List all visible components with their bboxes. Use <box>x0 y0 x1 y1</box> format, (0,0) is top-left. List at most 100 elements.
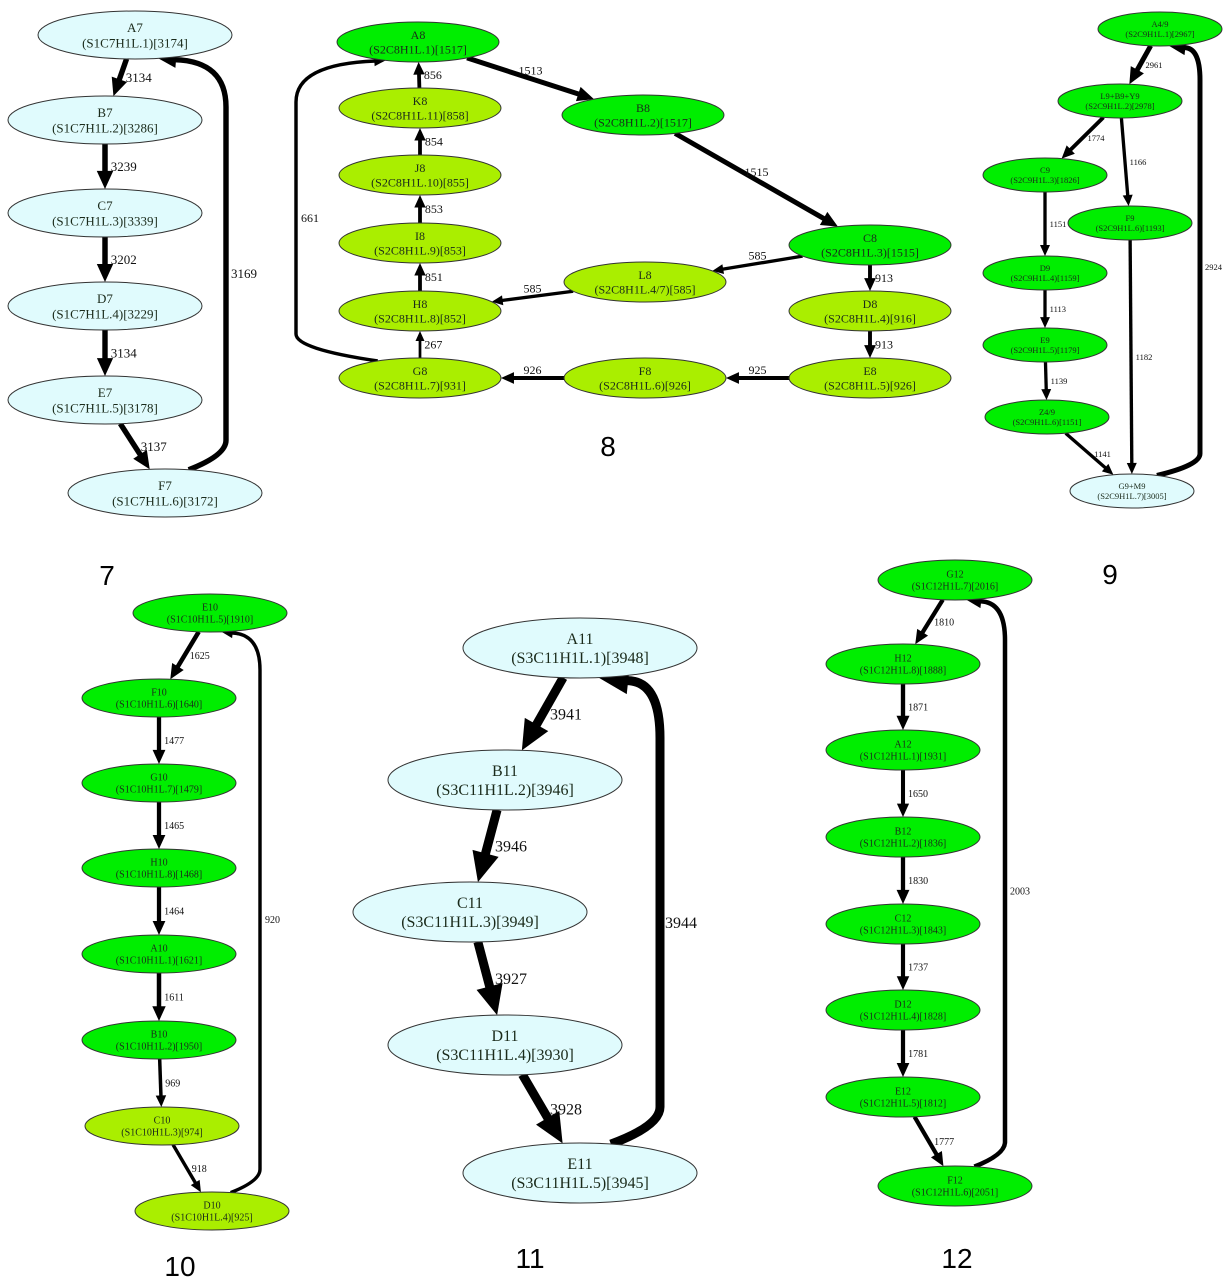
node-detail: (S1C7H1L.2)[3286] <box>52 120 158 135</box>
node-name: Z4/9 <box>1039 407 1055 417</box>
edge-b11-to-c11: 3946 <box>472 808 527 883</box>
node-detail: (S1C10H1L.8)[1468] <box>116 870 202 881</box>
edge-d11-to-e11: 3928 <box>518 1072 582 1144</box>
edge-weight-label: 1774 <box>1087 133 1105 143</box>
edge-b11-to-c11-line <box>480 808 502 856</box>
node-name: F8 <box>639 364 652 378</box>
node-ellipse <box>982 255 1108 291</box>
node-detail: (S2C8H1L.4)[916] <box>824 311 916 325</box>
node-ellipse <box>788 224 952 266</box>
edge-f9-to-g9-m9: 1182 <box>1126 239 1152 475</box>
node-ellipse <box>1097 11 1223 47</box>
edge-a4-9-to-l9-b9-y9-arrowhead-icon <box>1129 66 1144 85</box>
edge-c8-to-d8-arrowhead-icon <box>864 278 876 291</box>
node-name: E12 <box>895 1087 911 1098</box>
edge-z4-9-to-g9-m9-arrowhead-icon <box>1101 463 1114 475</box>
node-name: C7 <box>97 198 113 213</box>
node-name: G8 <box>413 364 428 378</box>
edge-h8-to-i8-arrowhead-icon <box>414 263 426 276</box>
node-detail: (S1C10H1L.4)[925] <box>171 1213 252 1224</box>
node-ellipse <box>132 593 288 633</box>
edge-weight-label: 1465 <box>164 821 184 832</box>
node-ellipse <box>877 559 1033 601</box>
edge-weight-label: 3944 <box>665 915 697 932</box>
edge-b12-to-c12: 1830 <box>896 857 928 904</box>
edge-weight-label: 1166 <box>1130 157 1147 167</box>
node-ellipse <box>352 881 588 943</box>
node-name: G12 <box>946 570 963 581</box>
node-a8: A8(S2C8H1L.1)[1517] <box>336 21 500 63</box>
panel-8: 1513151558591358591392592626785185385485… <box>294 21 952 462</box>
node-ellipse <box>81 1020 237 1060</box>
node-name: D7 <box>97 291 113 306</box>
node-detail: (S1C10H1L.7)[1479] <box>116 785 202 796</box>
edge-a7-to-b7-arrowhead-icon <box>111 76 128 97</box>
nodes: A4/9(S2C9H1L.1)[2967]L9+B9+Y9(S2C9H1L.2)… <box>982 11 1223 509</box>
edge-weight-label: 918 <box>192 1164 207 1175</box>
node-detail: (S2C9H1L.5)[1179] <box>1011 345 1080 355</box>
node-a12: A12(S1C12H1L.1)[1931] <box>825 729 981 771</box>
edge-e7-to-f7: 3137 <box>118 422 167 470</box>
node-detail: (S2C9H1L.6)[1193] <box>1096 223 1165 233</box>
edge-l9-b9-y9-to-c9: 1774 <box>1061 115 1105 159</box>
node-ellipse <box>134 1191 290 1231</box>
node-name: F7 <box>158 478 172 493</box>
node-f12: F12(S1C12H1L.6)[2051] <box>877 1165 1033 1207</box>
node-ellipse <box>7 95 203 145</box>
edge-weight-label: 1464 <box>164 907 184 918</box>
edge-a4-9-to-l9-b9-y9: 2961 <box>1129 44 1163 85</box>
node-ellipse <box>462 617 698 679</box>
node-name: A4/9 <box>1152 19 1169 29</box>
node-f9: F9(S2C9H1L.6)[1193] <box>1067 205 1193 241</box>
node-ellipse <box>1057 83 1183 119</box>
edge-g12-to-h12: 1810 <box>915 598 954 645</box>
node-name: I8 <box>415 229 425 243</box>
node-name: L9+B9+Y9 <box>1100 91 1139 101</box>
node-h10: H10(S1C10H1L.8)[1468] <box>81 848 237 888</box>
node-name: B7 <box>97 105 113 120</box>
edge-h12-to-a12-arrowhead-icon <box>896 715 910 730</box>
node-g9-m9: G9+M9(S2C9H1L.7)[3005] <box>1069 473 1195 509</box>
node-ellipse <box>387 1014 623 1076</box>
node-name: C11 <box>457 895 483 912</box>
node-ellipse <box>982 157 1108 193</box>
node-ellipse <box>982 327 1108 363</box>
edge-z4-9-to-g9-m9: 1141 <box>1064 431 1114 475</box>
node-ellipse <box>7 188 203 238</box>
edge-e8-to-f8-arrowhead-icon <box>726 372 739 384</box>
node-detail: (S1C7H1L.4)[3229] <box>52 306 158 321</box>
edge-a11-to-b11-arrowhead-icon <box>521 717 549 751</box>
node-ellipse <box>67 468 263 518</box>
edge-e9-to-z4-9: 1139 <box>1041 361 1067 401</box>
edge-j8-to-k8-arrowhead-icon <box>414 128 426 141</box>
node-detail: (S1C7H1L.5)[3178] <box>52 400 158 415</box>
node-name: B10 <box>151 1030 168 1041</box>
edge-weight-label: 3169 <box>231 266 257 281</box>
node-name: K8 <box>413 94 428 108</box>
node-name: F9 <box>1126 213 1135 223</box>
node-g8: G8(S2C8H1L.7)[931] <box>338 357 502 399</box>
node-ellipse <box>825 643 981 685</box>
node-name: E9 <box>1040 335 1049 345</box>
edge-c7-to-d7-arrowhead-icon <box>96 263 114 282</box>
edge-g9-m9-to-a4-9-line <box>1156 45 1203 478</box>
edge-f12-to-g12: 2003 <box>966 594 1030 1169</box>
node-detail: (S2C8H1L.9)[853] <box>374 243 466 257</box>
edge-e12-to-f12: 1777 <box>912 1115 954 1167</box>
edge-g8-to-a8: 661 <box>294 55 386 363</box>
nodes: A8(S2C8H1L.1)[1517]B8(S2C8H1L.2)[1517]C8… <box>336 21 952 399</box>
node-c8: C8(S2C8H1L.3)[1515] <box>788 224 952 266</box>
node-f10: F10(S1C10H1L.6)[1640] <box>81 678 237 718</box>
node-a7: A7(S1C7H1L.1)[3174] <box>37 10 233 60</box>
edge-weight-label: 920 <box>265 915 280 926</box>
edge-h8-to-i8: 851 <box>414 263 443 291</box>
node-j8: J8(S2C8H1L.10)[855] <box>338 154 502 196</box>
edge-e11-to-a11-line <box>609 676 665 1149</box>
edge-h12-to-a12: 1871 <box>896 684 928 730</box>
node-detail: (S1C12H1L.6)[2051] <box>912 1188 998 1199</box>
node-detail: (S1C12H1L.4)[1828] <box>860 1012 946 1023</box>
edge-weight-label: 1625 <box>190 651 210 662</box>
edge-b8-to-c8-line <box>673 131 826 222</box>
node-h12: H12(S1C12H1L.8)[1888] <box>825 643 981 685</box>
